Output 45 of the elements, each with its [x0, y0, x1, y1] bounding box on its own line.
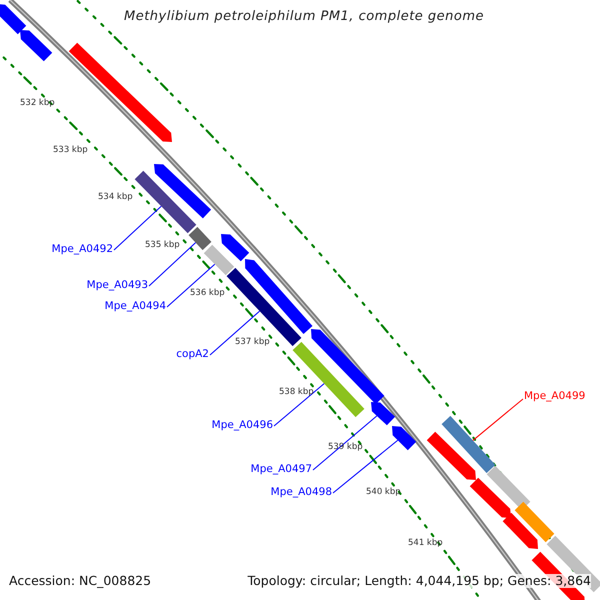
gene-block [0, 4, 26, 34]
gene-block [442, 416, 496, 474]
gene-block [68, 42, 172, 142]
gene-block [226, 268, 302, 346]
gene-label: Mpe_A0497 [250, 462, 312, 476]
gene-block [514, 502, 554, 542]
gene-block [426, 432, 476, 480]
scale-label: 533 kbp [53, 144, 88, 157]
gene-label: copA2 [176, 347, 209, 361]
gene-label: Mpe_A0494 [104, 299, 166, 313]
gene-block [245, 259, 312, 334]
gene-label: Mpe_A0492 [52, 242, 113, 256]
gene-block [204, 244, 234, 276]
scale-label: 541 kbp [408, 537, 443, 550]
leader-line [166, 264, 216, 308]
gene-label: Mpe_A0493 [86, 278, 148, 292]
gene-block [502, 512, 538, 549]
scale-label: 537 kbp [235, 336, 270, 349]
leader-line [210, 310, 260, 356]
scale-label: 535 kbp [145, 239, 180, 252]
gene-block [154, 164, 212, 218]
gene-block [371, 402, 396, 426]
gene-label: Mpe_A0499 [524, 389, 586, 403]
title: Methylibium petroleiphilum PM1, complete genome [124, 10, 484, 24]
scale-label: 536 kbp [190, 287, 225, 300]
gene-label: Mpe_A0496 [212, 418, 273, 432]
gene-block [221, 234, 250, 262]
accession-note: Accession: NC_008825 [9, 574, 152, 588]
scale-label: 540 kbp [366, 486, 401, 499]
gene-block [134, 170, 196, 234]
leader-line [472, 398, 524, 441]
leader-line [114, 206, 162, 250]
leader-line [274, 383, 325, 426]
gene-block [392, 426, 416, 450]
gene-label: Mpe_A0498 [270, 485, 332, 499]
leader-line [332, 440, 398, 494]
scale-label: 534 kbp [98, 191, 133, 204]
scale-label: 538 kbp [279, 386, 314, 399]
genome-summary: Topology: circular; Length: 4,044,195 bp; Genes: 3,864 [248, 574, 591, 588]
gene-block [470, 478, 511, 518]
gene-block [188, 226, 212, 250]
gene-block [20, 30, 52, 62]
leader-line [312, 415, 378, 470]
leader-line [148, 242, 196, 286]
scale-label: 532 kbp [20, 97, 55, 110]
